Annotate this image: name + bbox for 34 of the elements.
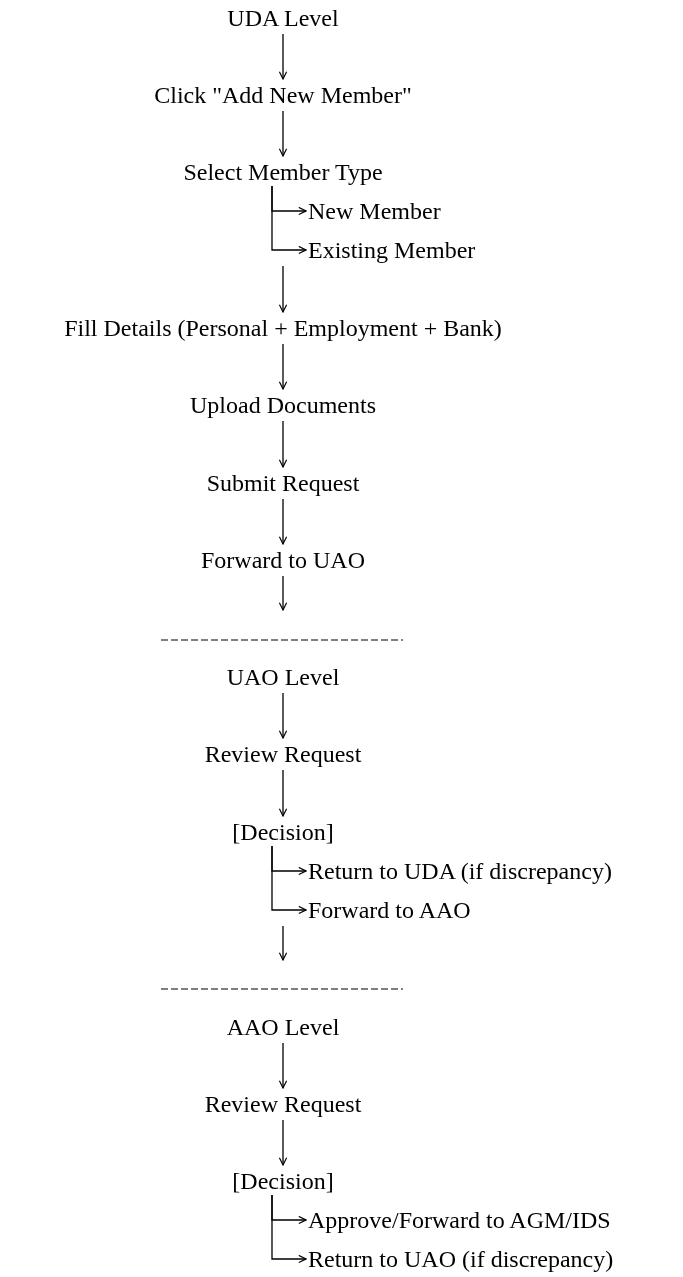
arrow xyxy=(278,1119,288,1166)
step-text: Review Request xyxy=(204,1090,362,1118)
step-text: Submit Request xyxy=(206,469,360,497)
step-text: AAO Level xyxy=(226,1013,340,1041)
arrow xyxy=(278,1042,288,1089)
arrow xyxy=(278,33,288,80)
step-text: [Decision] xyxy=(232,818,334,846)
option-text: New Member xyxy=(308,197,441,225)
step-text: Click "Add New Member" xyxy=(154,81,412,109)
step-text: Select Member Type xyxy=(183,158,383,186)
option-text: Return to UDA (if discrepancy) xyxy=(308,857,612,885)
step-text: Fill Details (Personal + Employment + Bank) xyxy=(64,314,502,342)
arrow xyxy=(278,575,288,611)
arrow xyxy=(278,498,288,545)
step-text: UDA Level xyxy=(227,4,339,32)
option-text: Approve/Forward to AGM/IDS xyxy=(308,1206,611,1234)
arrow xyxy=(278,265,288,313)
arrow xyxy=(278,420,288,468)
arrow xyxy=(278,343,288,390)
arrow xyxy=(278,925,288,961)
option-text: Existing Member xyxy=(308,236,476,264)
arrow xyxy=(271,185,307,255)
step-text: Review Request xyxy=(204,740,362,768)
arrow xyxy=(278,769,288,817)
arrow xyxy=(271,1194,307,1264)
step-text: Forward to UAO xyxy=(201,546,365,574)
step-text: UAO Level xyxy=(226,663,340,691)
option-text: Forward to AAO xyxy=(308,896,471,924)
arrow xyxy=(278,692,288,739)
option-text: Return to UAO (if discrepancy) xyxy=(308,1245,614,1273)
step-text: [Decision] xyxy=(232,1167,334,1195)
arrow xyxy=(271,845,307,915)
step-text: Upload Documents xyxy=(190,391,376,419)
arrow xyxy=(278,110,288,157)
